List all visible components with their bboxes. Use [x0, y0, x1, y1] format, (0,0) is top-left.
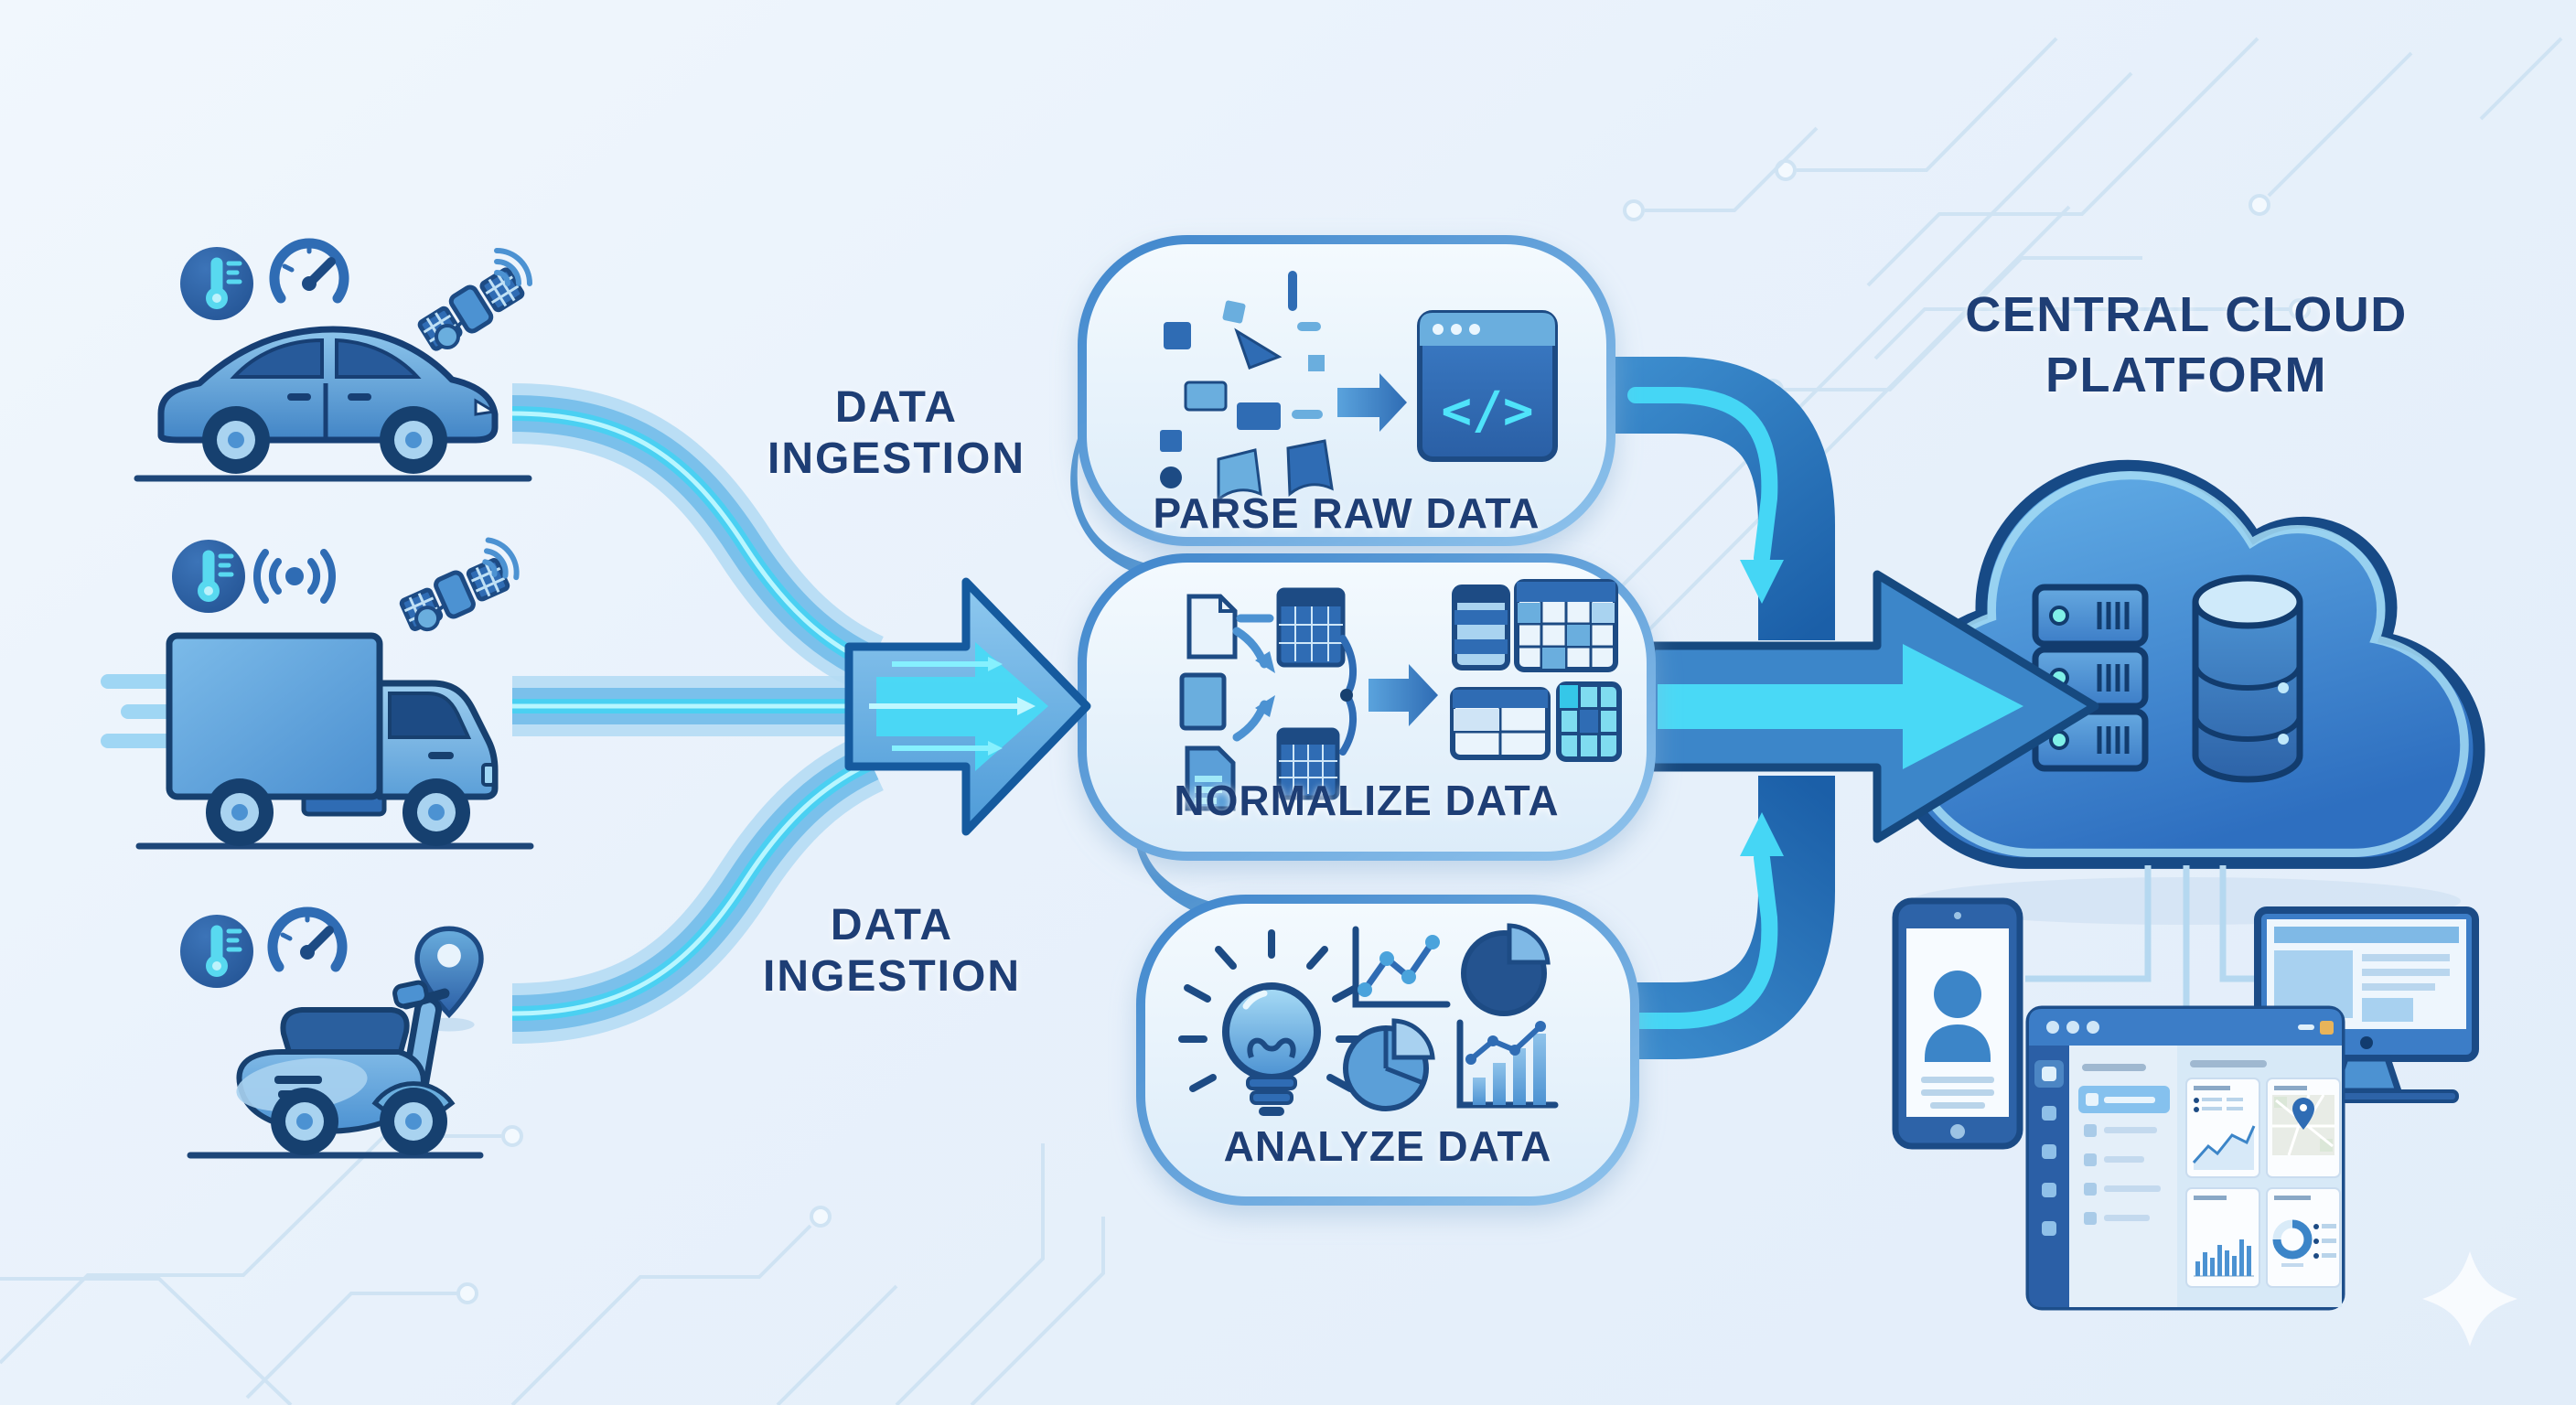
merge-arrows-icon: [1232, 614, 1358, 756]
stage-card-normalize: [1078, 553, 1656, 861]
box-tail-swoosh: [1070, 421, 1164, 580]
thermometer-icon: [180, 915, 253, 988]
car-data-stream: [511, 383, 885, 692]
truck-source: [101, 529, 534, 850]
window-title-bar: [2029, 1009, 2342, 1046]
ingestion-bottom-line1: DATA: [830, 901, 954, 949]
sparkle-icon: [2422, 1251, 2517, 1346]
database-icon: [2192, 574, 2303, 783]
ingestion-top-line2: INGESTION: [767, 434, 1026, 483]
user-avatar-icon: [1925, 971, 1991, 1062]
stage-card-analyze: [1136, 895, 1639, 1206]
speedometer-icon: [274, 243, 344, 298]
sidebar-icon[interactable]: [2042, 1221, 2056, 1236]
tablet-device: [1892, 897, 2023, 1150]
nav-panel: [2069, 1046, 2177, 1307]
sedan-car: [157, 326, 499, 474]
speedometer-icon: [273, 912, 342, 967]
title-line1: CENTRAL CLOUD: [1965, 287, 2408, 342]
map-pin-icon: [2292, 1098, 2314, 1130]
device-connector-lines: [2025, 865, 2265, 1006]
ingestion-top-line1: DATA: [834, 383, 959, 432]
box-tail-swoosh: [1132, 763, 1226, 920]
donut-chart-card: [2266, 1187, 2341, 1288]
arrow-icon: [1337, 373, 1407, 432]
central-cloud-platform-title: CENTRAL CLOUD PLATFORM: [1912, 285, 2461, 406]
cloud-arrow-icon: [1647, 570, 2099, 843]
title-line2: PLATFORM: [2045, 347, 2327, 402]
arrow-icon: [1368, 664, 1438, 726]
raw-fragments-icon: [1160, 271, 1334, 503]
thermometer-icon: [180, 247, 253, 320]
stage-card-parse: </>: [1078, 235, 1615, 546]
dashboard-window: [2025, 1005, 2345, 1311]
close-icon[interactable]: [2320, 1021, 2334, 1035]
scooter-source: [180, 912, 481, 1159]
merge-arrow-icon: [844, 577, 1091, 836]
donut-chart-icon: [1343, 1018, 1435, 1111]
sidebar-icon[interactable]: [2042, 1106, 2056, 1121]
documents-icon: [1179, 587, 1346, 811]
map-card: [2266, 1078, 2341, 1178]
sidebar-home-icon[interactable]: [2042, 1067, 2056, 1081]
car-source: [134, 243, 530, 482]
webpage-header-bar: [2274, 927, 2459, 943]
minimize-icon[interactable]: [2298, 1024, 2314, 1030]
data-ingestion-label-bottom: DATA INGESTION: [695, 900, 1089, 1002]
code-glyph: </>: [1441, 381, 1533, 441]
scooter-data-stream: [511, 735, 885, 1044]
light-bulb-icon: [1178, 929, 1365, 1116]
code-window-icon: </>: [1417, 310, 1558, 462]
stage-label-parse: PARSE RAW DATA: [1153, 489, 1540, 537]
line-chart-card: [2185, 1078, 2260, 1178]
satellite-icon: [394, 529, 521, 647]
parse-connector-band: [1603, 357, 1835, 640]
analyze-connector-band: [1603, 776, 1835, 1059]
radio-signal-icon: [257, 552, 332, 600]
nav-items[interactable]: [2084, 1124, 2161, 1225]
bar-chart-icon: [1456, 1019, 1559, 1109]
bar-chart-card: [2185, 1187, 2260, 1288]
pie-chart-icon: [1461, 923, 1551, 1016]
sidebar: [2029, 1046, 2069, 1307]
stage-label-analyze: ANALYZE DATA: [1223, 1122, 1552, 1170]
central-cloud: [1887, 459, 2485, 1006]
satellite-icon: [416, 251, 530, 354]
stage-label-normalize: NORMALIZE DATA: [1174, 777, 1560, 824]
tables-icon: [1450, 579, 1622, 762]
scooter: [236, 980, 456, 1155]
line-chart-icon: [1352, 926, 1451, 1008]
delivery-truck: [166, 632, 499, 846]
ingestion-bottom-line2: INGESTION: [762, 951, 1022, 1001]
sidebar-icon[interactable]: [2042, 1183, 2056, 1197]
data-ingestion-label-top: DATA INGESTION: [700, 382, 1093, 484]
sidebar-icon[interactable]: [2042, 1144, 2056, 1159]
thermometer-icon: [172, 540, 245, 613]
